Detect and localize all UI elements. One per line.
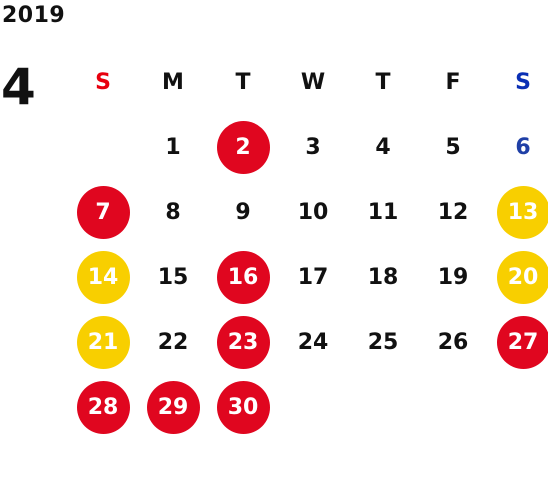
day-number: 13 (507, 200, 539, 225)
day-number: 27 (507, 330, 539, 355)
day-number: 6 (515, 135, 531, 160)
year-label: 2019 (2, 3, 66, 28)
day-cell[interactable]: 14 (68, 245, 138, 310)
day-number: 15 (157, 265, 189, 290)
day-cell[interactable]: 10 (278, 180, 348, 245)
day-cell[interactable]: 12 (418, 180, 488, 245)
holiday-day-circle: 2 (216, 121, 270, 174)
holiday-day-circle: 23 (216, 316, 270, 369)
day-number: 24 (297, 330, 329, 355)
empty-day-cell (348, 375, 418, 440)
day-number: 4 (375, 135, 391, 160)
holiday-day-circle: 28 (76, 381, 130, 434)
holiday-day-circle: 16 (216, 251, 270, 304)
empty-day-cell (418, 375, 488, 440)
day-cell[interactable]: 30 (208, 375, 278, 440)
weekday-header: M (162, 70, 184, 95)
day-number: 10 (297, 200, 329, 225)
month-number: 4 (1, 58, 36, 116)
day-number: 26 (437, 330, 469, 355)
weekday-header: S (95, 70, 111, 95)
day-cell[interactable]: 8 (138, 180, 208, 245)
weekend-day-circle: 20 (496, 251, 548, 304)
weekday-header: S (515, 70, 531, 95)
day-number: 3 (305, 135, 321, 160)
day-number: 7 (95, 200, 111, 225)
holiday-day-circle: 7 (76, 186, 130, 239)
holiday-day-circle: 27 (496, 316, 548, 369)
day-number: 23 (227, 330, 259, 355)
empty-day-cell (68, 115, 138, 180)
day-number: 17 (297, 265, 329, 290)
day-number: 20 (507, 265, 539, 290)
day-number: 14 (87, 265, 119, 290)
day-number: 2 (235, 135, 251, 160)
day-cell[interactable]: 21 (68, 310, 138, 375)
weekend-day-circle: 21 (76, 316, 130, 369)
day-cell[interactable]: 1 (138, 115, 208, 180)
day-cell[interactable]: 28 (68, 375, 138, 440)
day-number: 11 (367, 200, 399, 225)
day-cell[interactable]: 9 (208, 180, 278, 245)
weekend-day-circle: 14 (76, 251, 130, 304)
day-number: 29 (157, 395, 189, 420)
weekend-day-circle: 13 (496, 186, 548, 239)
day-cell[interactable]: 7 (68, 180, 138, 245)
day-cell[interactable]: 22 (138, 310, 208, 375)
day-cell[interactable]: 3 (278, 115, 348, 180)
day-number: 28 (87, 395, 119, 420)
weekday-header: T (235, 70, 251, 95)
day-cell[interactable]: 25 (348, 310, 418, 375)
day-number: 22 (157, 330, 189, 355)
day-cell[interactable]: 4 (348, 115, 418, 180)
day-number: 8 (165, 200, 181, 225)
weekday-header: T (375, 70, 391, 95)
day-cell[interactable]: 18 (348, 245, 418, 310)
day-number: 21 (87, 330, 119, 355)
day-cell[interactable]: 27 (488, 310, 548, 375)
day-cell[interactable]: 17 (278, 245, 348, 310)
day-cell[interactable]: 15 (138, 245, 208, 310)
day-cell[interactable]: 26 (418, 310, 488, 375)
day-cell[interactable]: 11 (348, 180, 418, 245)
day-number: 19 (437, 265, 469, 290)
day-cell[interactable]: 13 (488, 180, 548, 245)
empty-day-cell (488, 375, 548, 440)
holiday-day-circle: 29 (146, 381, 200, 434)
day-number: 16 (227, 265, 259, 290)
day-number: 9 (235, 200, 251, 225)
day-number: 25 (367, 330, 399, 355)
empty-day-cell (278, 375, 348, 440)
holiday-day-circle: 30 (216, 381, 270, 434)
day-cell[interactable]: 29 (138, 375, 208, 440)
day-number: 5 (445, 135, 461, 160)
weekday-header: W (300, 70, 326, 95)
day-cell[interactable]: 19 (418, 245, 488, 310)
day-number: 12 (437, 200, 469, 225)
day-cell[interactable]: 6 (488, 115, 548, 180)
day-cell[interactable]: 16 (208, 245, 278, 310)
day-number: 18 (367, 265, 399, 290)
day-cell[interactable]: 24 (278, 310, 348, 375)
day-number: 30 (227, 395, 259, 420)
day-cell[interactable]: 20 (488, 245, 548, 310)
day-cell[interactable]: 23 (208, 310, 278, 375)
weekday-header: F (445, 70, 461, 95)
day-cell[interactable]: 5 (418, 115, 488, 180)
day-cell[interactable]: 2 (208, 115, 278, 180)
day-number: 1 (165, 135, 181, 160)
